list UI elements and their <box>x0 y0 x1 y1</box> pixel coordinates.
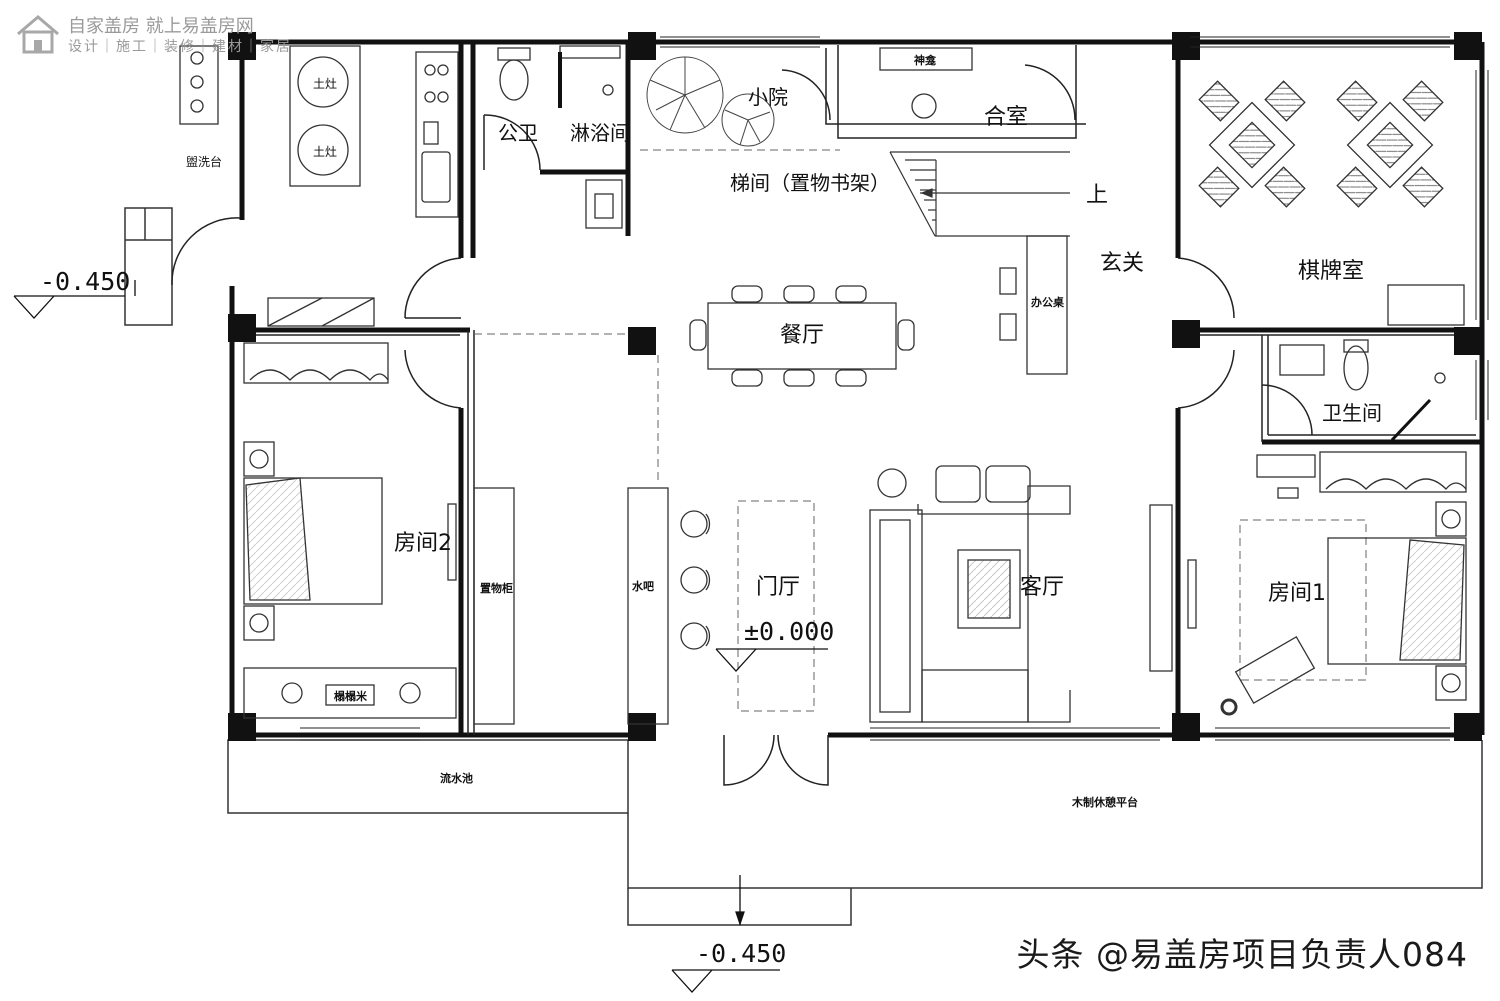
watermark-line2: 设计｜施工｜装修｜建材｜家居 <box>68 39 292 55</box>
label-courtyard: 小院 <box>748 85 788 109</box>
label-prayer-room: 合室 <box>984 105 1028 130</box>
toilet-fixtures <box>497 45 1446 442</box>
label-stairwell: 梯间（置物书架） <box>730 171 890 195</box>
label-room-1: 房间1 <box>1268 581 1326 606</box>
storage-cabinet <box>473 487 711 725</box>
exterior-outlines <box>124 207 1483 926</box>
label-public-toilet: 公卫 <box>498 121 538 145</box>
office-desk-shape <box>999 235 1068 375</box>
label-up: 上 <box>1086 183 1108 208</box>
level-markers <box>13 280 828 993</box>
label-storage: 置物柜 <box>480 581 513 595</box>
label-entrance-hall: 门厅 <box>756 575 800 600</box>
level-labels: -0.450 -0.450 ±0.000 <box>40 267 834 968</box>
room-labels: 土灶 土灶 盥洗台 公卫 淋浴间 小院 合室 神龛 梯间（置物书架） 上 玄关 … <box>186 53 1382 809</box>
label-pool: 流水池 <box>440 771 473 785</box>
label-office-desk: 办公桌 <box>1031 295 1065 309</box>
chess-tables <box>1198 80 1465 326</box>
doors <box>171 64 1313 786</box>
columns <box>228 32 1482 741</box>
label-chess-room: 棋牌室 <box>1298 259 1364 284</box>
label-dining: 餐厅 <box>780 323 824 348</box>
kitchen-fixtures <box>179 45 459 218</box>
level-hall: ±0.000 <box>744 617 834 646</box>
label-deck: 木制休憩平台 <box>1071 795 1138 809</box>
level-bottom: -0.450 <box>696 939 786 968</box>
zone-lines <box>474 149 1367 712</box>
label-foyer: 玄关 <box>1100 251 1144 276</box>
label-washbasin: 盥洗台 <box>186 154 222 169</box>
label-bar: 水吧 <box>632 579 654 593</box>
beds <box>243 441 1467 716</box>
shrine-table <box>879 47 973 119</box>
walls <box>229 39 1485 738</box>
level-left: -0.450 <box>40 267 130 296</box>
windows <box>300 36 1489 741</box>
source-credit: 头条 @易盖房项目负责人084 <box>1016 935 1468 974</box>
label-shrine: 神龛 <box>914 53 937 67</box>
label-room-2: 房间2 <box>394 531 452 556</box>
label-living: 客厅 <box>1020 575 1064 600</box>
courtyard-plants <box>646 56 775 147</box>
label-stove-2: 土灶 <box>313 145 337 159</box>
label-tatami: 榻榻米 <box>334 689 368 703</box>
watermark-line1: 自家盖房 就上易盖房网 <box>68 16 254 37</box>
house-logo-icon <box>16 14 60 54</box>
label-bathroom: 卫生间 <box>1322 401 1382 425</box>
label-shower: 淋浴间 <box>570 121 630 145</box>
dining-table <box>689 285 915 387</box>
stairs <box>889 151 1070 237</box>
living-furniture <box>447 465 1197 723</box>
tatami-platform <box>243 667 457 719</box>
label-stove-1: 土灶 <box>313 77 337 91</box>
wardrobes <box>243 297 1467 499</box>
